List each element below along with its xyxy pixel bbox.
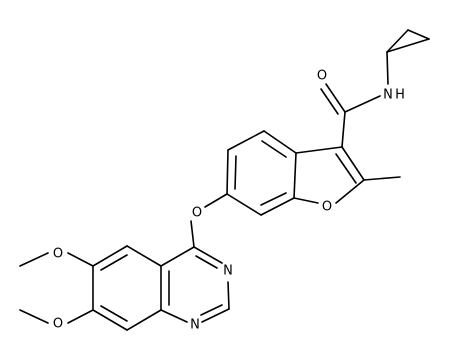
bond-ether-quinazoline [190,220,195,248]
atom-label-n-pyrimidine-1: N [190,318,200,333]
atom-label-o-methoxy-7: O [53,317,63,332]
furan-ring [293,146,401,204]
methoxy-6 [19,252,94,267]
bond-aryl-ether [204,193,228,208]
atom-label-h-amide: H [395,88,405,103]
atom-label-n-pyrimidine-3: N [223,264,233,279]
cyclopropyl-ring [386,29,430,53]
quinazoline-benzene-ring [92,245,170,331]
atom-label-n-amide: N [383,88,393,103]
atom-label-o-furan: O [322,200,332,215]
atom-label-o-carbonyl: O [317,69,327,84]
atom-label-o-methoxy-6: O [53,247,63,262]
atom-label-o-ether: O [192,206,202,221]
bond-n-cyclopropyl [386,51,389,85]
methoxy-7 [19,309,94,324]
pyrimidine-ring [160,246,230,323]
benzene-ring [226,130,297,216]
amide-group [320,83,381,148]
